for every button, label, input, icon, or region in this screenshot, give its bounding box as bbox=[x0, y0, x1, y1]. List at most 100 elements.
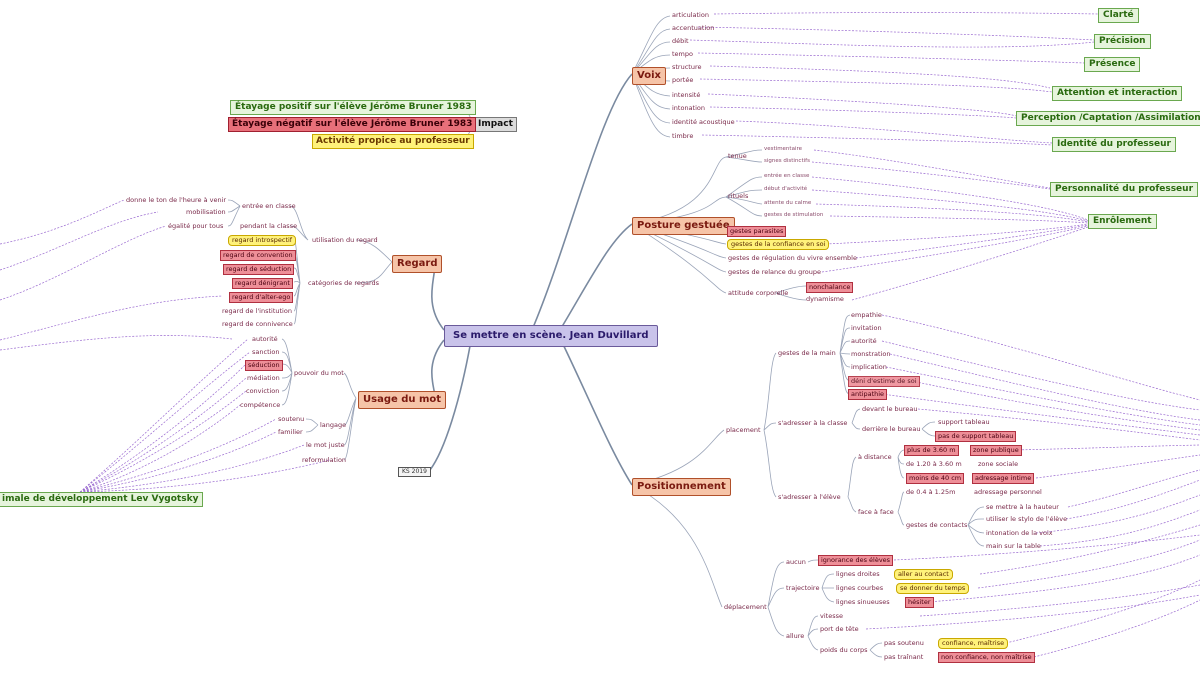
voix-item[interactable]: accentuation bbox=[672, 24, 715, 32]
regard-cat-item[interactable]: regard d'alter-ego bbox=[229, 292, 294, 303]
usage-pouvoir-item[interactable]: séduction bbox=[245, 360, 283, 371]
impact-activity[interactable]: Activité propice au professeur bbox=[312, 134, 474, 149]
voix-item[interactable]: identité acoustique bbox=[672, 118, 735, 126]
branch-positionnement[interactable]: Positionnement bbox=[632, 478, 731, 496]
impact-negative[interactable]: Étayage négatif sur l'élève Jérôme Brune… bbox=[228, 117, 477, 132]
pos-personnel[interactable]: adressage personnel bbox=[974, 488, 1042, 496]
posture-dynamisme[interactable]: dynamisme bbox=[806, 295, 844, 303]
usage-other[interactable]: le mot juste bbox=[306, 441, 345, 449]
regard-cat-item[interactable]: regard de séduction bbox=[223, 264, 295, 275]
outcome-identite[interactable]: Identité du professeur bbox=[1052, 137, 1176, 152]
posture-rituel-item[interactable]: entrée en classe bbox=[764, 173, 810, 179]
pos-eleve[interactable]: s'adresser à l'élève bbox=[778, 493, 841, 501]
usage-langage[interactable]: langage bbox=[320, 421, 347, 429]
outcome-precision[interactable]: Précision bbox=[1094, 34, 1151, 49]
impact-positive[interactable]: Étayage positif sur l'élève Jérôme Brune… bbox=[230, 100, 477, 115]
posture-tenue[interactable]: tenue bbox=[728, 152, 747, 160]
posture-rituel-item[interactable]: début d'activité bbox=[764, 186, 808, 192]
pos-classe[interactable]: s'adresser à la classe bbox=[778, 419, 848, 427]
posture-rituels[interactable]: rituels bbox=[728, 192, 749, 200]
pos-distance-item[interactable]: moins de 40 cm bbox=[906, 473, 965, 484]
voix-item[interactable]: timbre bbox=[672, 132, 694, 140]
posture-nonchalance[interactable]: nonchalance bbox=[806, 282, 854, 293]
pos-gestes-main-item[interactable]: empathie bbox=[851, 311, 882, 319]
pos-gestes-main-item[interactable]: déni d'estime de soi bbox=[848, 376, 920, 387]
pos-no-support[interactable]: pas de support tableau bbox=[935, 431, 1017, 442]
branch-usage[interactable]: Usage du mot bbox=[358, 391, 447, 409]
pos-pas[interactable]: pas soutenu bbox=[884, 639, 924, 647]
regard-pendant[interactable]: pendant la classe bbox=[240, 222, 298, 230]
outcome-personnalite[interactable]: Personnalité du professeur bbox=[1050, 182, 1199, 197]
pos-ignorance[interactable]: ignorance des élèves bbox=[818, 555, 894, 566]
posture-gestes-parasites[interactable]: gestes parasites bbox=[727, 226, 787, 237]
pos-gestes-main-item[interactable]: antipathie bbox=[848, 389, 888, 400]
pos-allure-item[interactable]: vitesse bbox=[820, 612, 843, 620]
pos-allure-item[interactable]: poids du corps bbox=[820, 646, 868, 654]
branch-regard[interactable]: Regard bbox=[392, 255, 443, 273]
outcome-presence[interactable]: Présence bbox=[1084, 57, 1141, 72]
pos-gestes-main-item[interactable]: monstration bbox=[851, 350, 891, 358]
outcome-attention[interactable]: Attention et interaction bbox=[1052, 86, 1183, 101]
regard-cat-item[interactable]: regard dénigrant bbox=[232, 278, 293, 289]
usage-pouvoir[interactable]: pouvoir du mot bbox=[294, 369, 344, 377]
impact-node[interactable]: Impact bbox=[474, 117, 517, 132]
pos-ligne-effect[interactable]: hésiter bbox=[905, 597, 934, 608]
outcome-vygotsky[interactable]: imale de développement Lev Vygotsky bbox=[0, 492, 204, 507]
outcome-perception[interactable]: Perception /Captation /Assimilation bbox=[1016, 111, 1200, 126]
branch-voix[interactable]: Voix bbox=[632, 67, 666, 85]
usage-other[interactable]: reformulation bbox=[302, 456, 347, 464]
voix-item[interactable]: portée bbox=[672, 76, 694, 84]
posture-gestes-regulation[interactable]: gestes de régulation du vivre ensemble bbox=[728, 254, 857, 262]
usage-pouvoir-item[interactable]: conviction bbox=[246, 387, 280, 395]
pos-aucun[interactable]: aucun bbox=[786, 558, 806, 566]
posture-rituel-item[interactable]: attente du calme bbox=[764, 200, 812, 206]
pos-support[interactable]: support tableau bbox=[938, 418, 990, 426]
pos-contacts-item[interactable]: se mettre à la hauteur bbox=[986, 503, 1059, 511]
regard-utilisation[interactable]: utilisation du regard bbox=[312, 236, 378, 244]
posture-tenue-item[interactable]: signes distinctifs bbox=[764, 158, 810, 164]
regard-entree[interactable]: entrée en classe bbox=[242, 202, 296, 210]
pos-zone[interactable]: adressage intime bbox=[972, 473, 1035, 484]
regard-cat-item[interactable]: regard introspectif bbox=[228, 235, 297, 246]
regard-cat-item[interactable]: regard de l'institution bbox=[222, 307, 292, 315]
posture-attitude[interactable]: attitude corporelle bbox=[728, 289, 789, 297]
pos-gestes-main-item[interactable]: implication bbox=[851, 363, 887, 371]
posture-rituel-item[interactable]: gestes de stimulation bbox=[764, 212, 824, 218]
usage-langage-item[interactable]: soutenu bbox=[278, 415, 305, 423]
voix-item[interactable]: intensité bbox=[672, 91, 701, 99]
outcome-enrolement[interactable]: Enrôlement bbox=[1088, 214, 1157, 229]
branch-posture[interactable]: Posture gestuée bbox=[632, 217, 735, 235]
pos-pas[interactable]: pas traînant bbox=[884, 653, 924, 661]
pos-contacts-item[interactable]: main sur la table bbox=[986, 542, 1041, 550]
usage-pouvoir-item[interactable]: autorité bbox=[252, 335, 278, 343]
outcome-clarte[interactable]: Clarté bbox=[1098, 8, 1139, 23]
pos-face[interactable]: face à face bbox=[858, 508, 894, 516]
pos-ligne[interactable]: lignes droites bbox=[836, 570, 880, 578]
regard-entree-item[interactable]: donne le ton de l'heure à venir bbox=[126, 196, 227, 204]
usage-pouvoir-item[interactable]: compétence bbox=[240, 401, 281, 409]
pos-gestes-main-item[interactable]: invitation bbox=[851, 324, 882, 332]
usage-pouvoir-item[interactable]: médiation bbox=[247, 374, 280, 382]
pos-pas-effect[interactable]: confiance, maîtrise bbox=[938, 638, 1009, 649]
pos-gestes-main[interactable]: gestes de la main bbox=[778, 349, 836, 357]
pos-devant[interactable]: devant le bureau bbox=[862, 405, 918, 413]
voix-item[interactable]: tempo bbox=[672, 50, 693, 58]
pos-allure[interactable]: allure bbox=[786, 632, 805, 640]
regard-cat-item[interactable]: regard de connivence bbox=[222, 320, 293, 328]
pos-zone[interactable]: zone publique bbox=[970, 445, 1022, 456]
pos-placement[interactable]: placement bbox=[726, 426, 761, 434]
posture-gestes-confiance[interactable]: gestes de la confiance en soi bbox=[727, 239, 830, 250]
pos-face-dist[interactable]: de 0.4 à 1.25m bbox=[906, 488, 956, 496]
pos-contacts-item[interactable]: utiliser le stylo de l'élève bbox=[986, 515, 1068, 523]
pos-contacts[interactable]: gestes de contacts bbox=[906, 521, 968, 529]
voix-item[interactable]: articulation bbox=[672, 11, 709, 19]
voix-item[interactable]: structure bbox=[672, 63, 702, 71]
pos-trajectoire[interactable]: trajectoire bbox=[786, 584, 820, 592]
root-node[interactable]: Se mettre en scène. Jean Duvillard bbox=[444, 325, 658, 347]
pos-deplacement[interactable]: déplacement bbox=[724, 603, 767, 611]
usage-pouvoir-item[interactable]: sanction bbox=[252, 348, 280, 356]
pos-ligne-effect[interactable]: aller au contact bbox=[894, 569, 953, 580]
pos-distance-item[interactable]: de 1.20 à 3.60 m bbox=[906, 460, 962, 468]
pos-allure-item[interactable]: port de tête bbox=[820, 625, 859, 633]
pos-ligne-effect[interactable]: se donner du temps bbox=[896, 583, 970, 594]
